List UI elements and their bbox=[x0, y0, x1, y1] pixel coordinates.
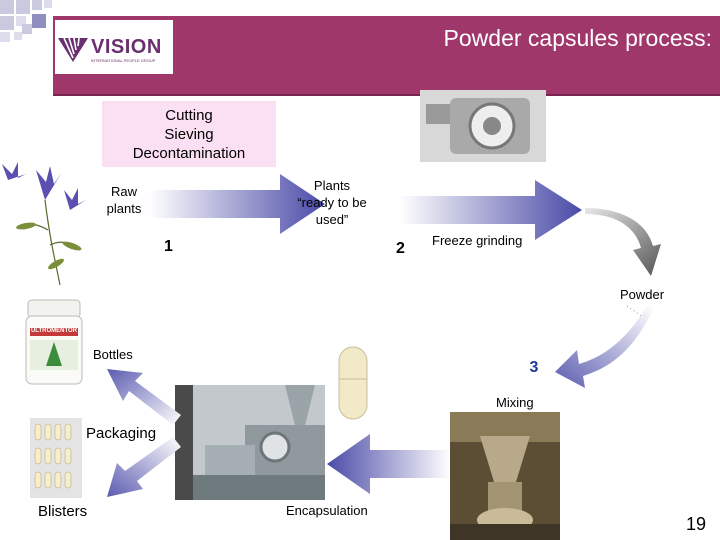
cutting-step-box: Cutting Sieving Decontamination bbox=[102, 101, 276, 167]
step-box-line: Decontamination bbox=[132, 144, 246, 162]
slide-title: Powder capsules process: bbox=[443, 25, 712, 51]
step-box-line: Cutting bbox=[165, 106, 213, 124]
arrow-up-left-icon bbox=[107, 369, 181, 425]
page-number: 19 bbox=[685, 514, 706, 534]
encapsulation-machine-photo bbox=[175, 385, 325, 500]
blister-pack-image bbox=[30, 418, 82, 498]
plants-ready-line: “ready to be bbox=[297, 195, 367, 210]
arrow-right-icon bbox=[400, 180, 582, 240]
deco-square bbox=[0, 0, 14, 14]
deco-square bbox=[16, 0, 30, 14]
capsule-image bbox=[338, 346, 368, 420]
bottles-label: Bottles bbox=[93, 347, 133, 362]
curved-arrow-left-icon bbox=[555, 306, 653, 388]
blisters-label: Blisters bbox=[38, 503, 88, 520]
freeze-grinding-label: Freeze grinding bbox=[432, 233, 523, 248]
deco-square bbox=[32, 0, 42, 10]
plants-ready-line: used” bbox=[315, 212, 349, 227]
deco-square bbox=[22, 24, 32, 34]
step-number-3: 3 bbox=[517, 353, 551, 383]
deco-square bbox=[14, 32, 22, 40]
flower-image bbox=[2, 162, 86, 285]
logo-mark-icon bbox=[58, 37, 88, 62]
curved-arrow-down-icon bbox=[585, 208, 661, 276]
mixing-label: Mixing bbox=[496, 395, 534, 410]
step-number-1: 1 bbox=[164, 238, 173, 255]
arrow-down-left-icon bbox=[107, 437, 181, 497]
raw-plants-line: Raw bbox=[110, 184, 137, 199]
raw-plants-line: plants bbox=[106, 201, 142, 216]
deco-square bbox=[44, 0, 52, 8]
raw-plants-label: Raw plants bbox=[96, 183, 152, 217]
mixing-machine-photo bbox=[450, 412, 560, 540]
arrow-left-icon bbox=[327, 434, 450, 494]
grinder-photo bbox=[420, 90, 546, 162]
step-number-2: 2 bbox=[396, 240, 405, 257]
arrow-right-icon bbox=[150, 174, 325, 234]
bottle-brand-text: ULTROMENTOR bbox=[30, 328, 78, 334]
encapsulation-label: Encapsulation bbox=[286, 503, 368, 518]
deco-square bbox=[0, 16, 14, 30]
plants-ready-label: Plants “ready to be used” bbox=[282, 177, 382, 228]
powder-label: Powder bbox=[620, 287, 665, 302]
deco-square bbox=[32, 14, 46, 28]
logo-tagline: INTERNATIONAL PEOPLE GROUP bbox=[91, 58, 156, 63]
plants-ready-line: Plants bbox=[313, 178, 351, 193]
step-box-line: Sieving bbox=[164, 125, 214, 143]
deco-square bbox=[0, 32, 10, 42]
deco-square bbox=[16, 16, 26, 26]
bottle-image bbox=[24, 298, 84, 386]
logo-wordmark: VISION bbox=[91, 36, 162, 58]
packaging-label: Packaging bbox=[86, 425, 157, 442]
